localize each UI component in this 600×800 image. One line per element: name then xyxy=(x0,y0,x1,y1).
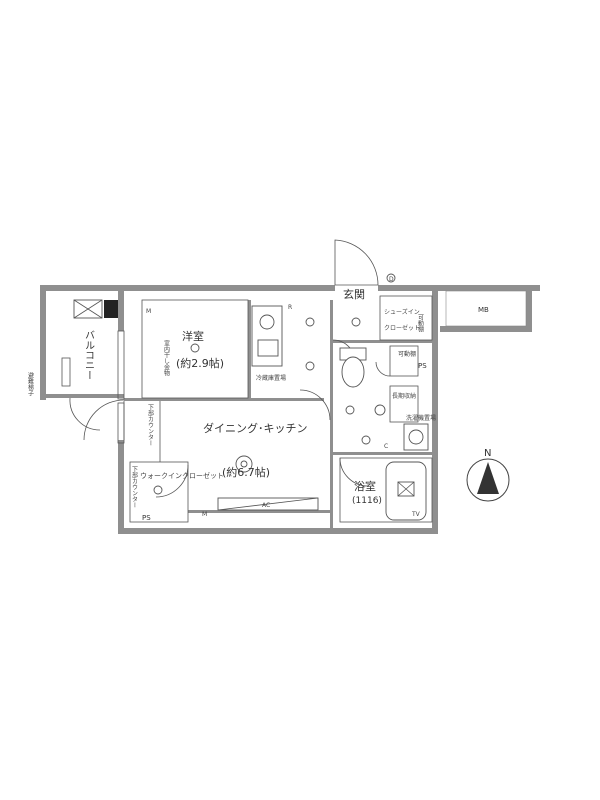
counter-1-label: 下部カウンター xyxy=(147,404,154,446)
room-bath-size: (1116) xyxy=(352,496,382,506)
room-entrance-name: 玄関 xyxy=(343,287,365,301)
fixtures xyxy=(61,273,429,521)
storage-label: 長期収納 xyxy=(392,392,416,400)
room-bath-name: 浴室 xyxy=(354,479,376,493)
room-balcony-name: バルコニー xyxy=(83,330,95,380)
ps-right-label: PS xyxy=(418,362,427,370)
movable-shelf-2-label: 可動棚 xyxy=(398,350,416,358)
d1-label: D xyxy=(389,276,394,283)
compass-north-label: N xyxy=(484,448,491,459)
walls xyxy=(40,285,540,534)
room-labels: 洋室 (約2.9帖) ダイニング･キッチン (約6.7帖) 玄関 浴室 (111… xyxy=(83,287,382,506)
shoes-in-label: シューズイン xyxy=(384,308,420,316)
ps-left-label: PS xyxy=(142,514,151,522)
emergency-ladder-label: 避難梯子 xyxy=(27,371,34,396)
room-western-name: 洋室 xyxy=(182,329,204,343)
room-dk-size: (約6.7帖) xyxy=(222,465,270,479)
misc-labels: MB PS PS 避難梯子 下部カウンター 下部カウンター 室内干し金物 M M… xyxy=(27,276,490,522)
room-dk-name: ダイニング･キッチン xyxy=(203,421,308,435)
indoor-drying-label: 室内干し金物 xyxy=(163,339,170,377)
c1-label: C xyxy=(384,443,388,450)
movable-shelf-1-label: 可動棚 xyxy=(417,314,424,333)
walk-in-closet-label: ウォークインクローゼット xyxy=(140,471,224,480)
ac-label: AC xyxy=(262,502,270,509)
fridge-space-label: 冷蔵庫置場 xyxy=(256,374,286,382)
closet-labels: ウォークインクローゼット シューズイン クローゼット 可動棚 可動棚 長期収納 … xyxy=(140,308,436,480)
r1-label: R xyxy=(288,304,292,311)
m2-label: M xyxy=(202,511,207,518)
m1-label: M xyxy=(146,308,151,315)
room-western-size: (約2.9帖) xyxy=(176,356,224,370)
counter-2-label: 下部カウンター xyxy=(131,466,138,508)
compass: N xyxy=(466,448,510,502)
mb-label: MB xyxy=(478,306,489,314)
washer-space-label: 洗濯機置場 xyxy=(406,414,436,422)
tv-label: TV xyxy=(411,511,421,518)
interior-lines xyxy=(117,295,433,523)
closet-label: クローゼット xyxy=(384,324,420,332)
